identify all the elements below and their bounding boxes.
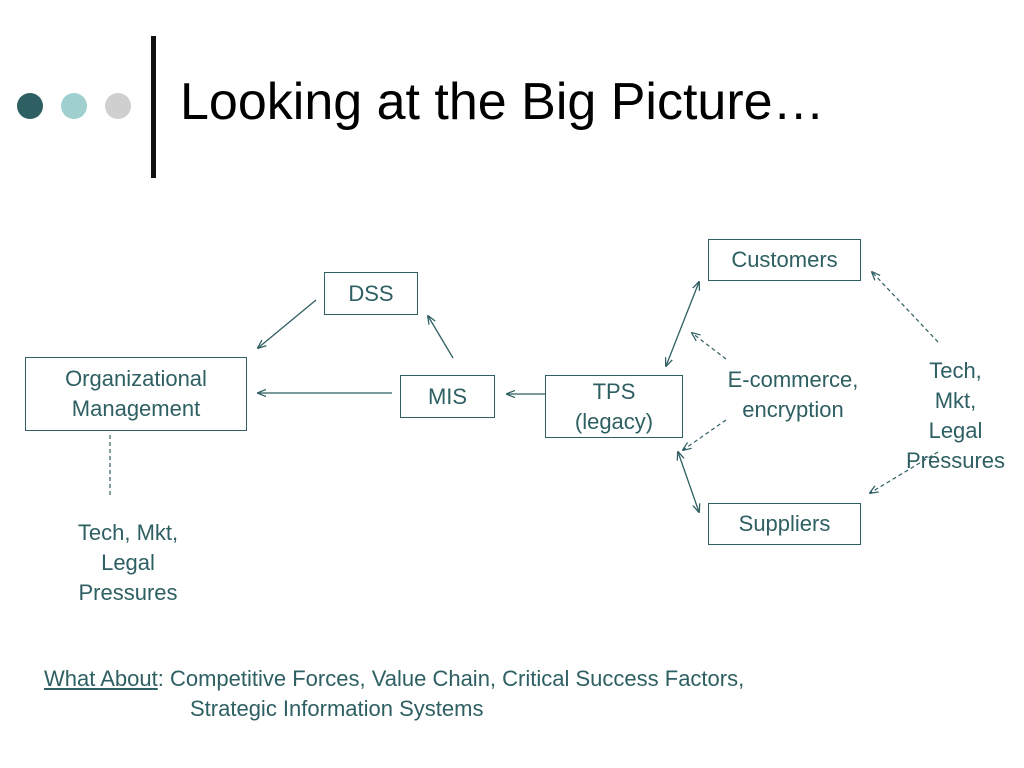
what-about-line2: Strategic Information Systems <box>190 696 484 721</box>
page-title: Looking at the Big Picture… <box>180 73 825 131</box>
node-suppliers: Suppliers <box>708 503 861 545</box>
arrow-dss-to-org <box>258 299 317 348</box>
node-mis: MIS <box>400 375 495 418</box>
label-pressures-left: Tech, Mkt, Legal Pressures <box>77 520 179 605</box>
dashed-arrow-pressures-suppliers <box>870 451 939 493</box>
title-divider <box>151 36 156 178</box>
dashed-arrow-ecommerce-upper <box>692 333 727 360</box>
dashed-arrow-ecommerce-lower <box>683 419 727 450</box>
bullet-dot-dark <box>17 93 43 119</box>
node-tps: TPS (legacy) <box>545 375 683 438</box>
bullet-dot-teal <box>61 93 87 119</box>
node-customers: Customers <box>708 239 861 281</box>
arrow-tps-customers <box>666 282 699 366</box>
label-pressures-right: Tech, Mkt, Legal Pressures <box>905 358 1006 473</box>
dashed-arrow-pressures-customers <box>872 272 939 343</box>
label-ecommerce-encryption: E-commerce, encryption <box>727 367 859 422</box>
footer-what-about: What About: Competitive Forces, Value Ch… <box>44 664 745 721</box>
bullet-dot-gray <box>105 93 131 119</box>
node-organizational-management: Organizational Management <box>25 357 247 431</box>
arrow-mis-to-dss <box>428 316 454 359</box>
what-about-line1: : Competitive Forces, Value Chain, Criti… <box>157 666 745 691</box>
arrow-tps-suppliers <box>678 452 699 512</box>
node-dss: DSS <box>324 272 418 315</box>
what-about-label: What About <box>44 666 158 691</box>
